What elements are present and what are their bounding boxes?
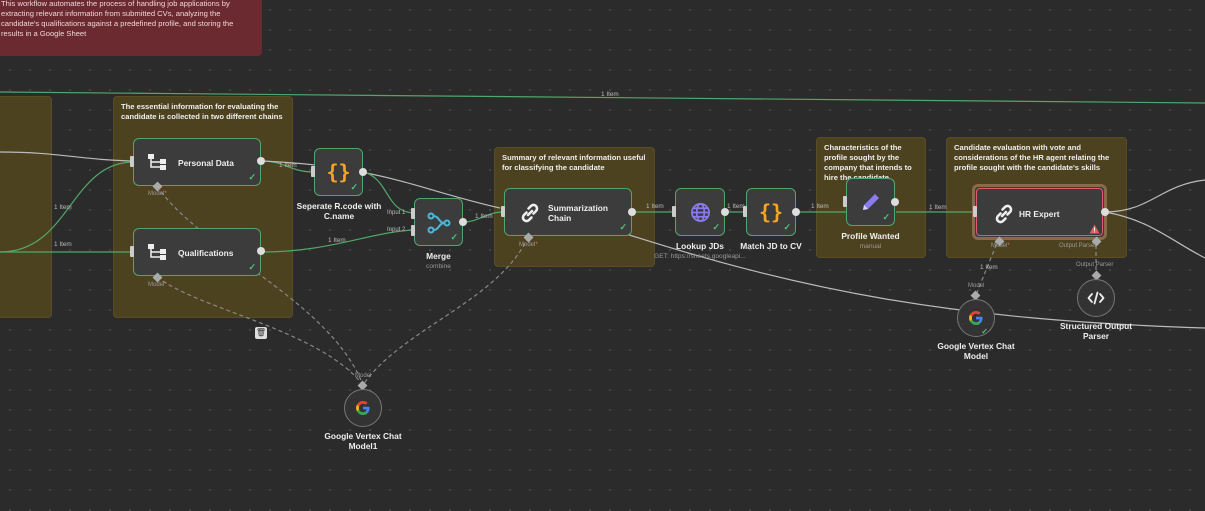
- warning-icon: [1089, 224, 1100, 234]
- output-handle[interactable]: [891, 198, 899, 206]
- globe-icon: [691, 203, 710, 222]
- input-handle[interactable]: [843, 196, 847, 207]
- google-icon: [356, 401, 370, 415]
- success-check-icon: ✓: [712, 222, 720, 232]
- input-handle[interactable]: [311, 166, 315, 177]
- chain-link-icon: [995, 204, 1013, 224]
- input-handle[interactable]: [411, 208, 415, 219]
- qualifications-label: Qualifications: [178, 248, 234, 258]
- vertex-model1-node[interactable]: [344, 389, 382, 427]
- merge-label: Merge: [426, 251, 451, 261]
- success-check-icon: ✓: [981, 327, 988, 336]
- output-parser-label: Structured Output Parser: [1059, 321, 1133, 341]
- input-handle[interactable]: [130, 156, 134, 167]
- conn-label-merge-sum: 1 Item: [475, 213, 493, 220]
- model-port-label: Model*: [148, 282, 167, 288]
- conn-label-sum-lookup: 1 Item: [646, 203, 664, 210]
- output-parser-port-label: Output Parser: [1059, 243, 1097, 249]
- match-jd-label: Match JD to CV: [740, 241, 802, 251]
- code-braces-icon: {}: [326, 160, 351, 184]
- personal-data-node[interactable]: Personal Data ✓: [133, 138, 261, 186]
- model-port-label: Model*: [991, 243, 1010, 249]
- conn-label-top: 1 Item: [601, 91, 619, 98]
- conn-label-left2: 1 Item: [54, 241, 72, 248]
- delete-connection-button[interactable]: 🗑: [255, 327, 267, 339]
- model-port-label: Model: [355, 373, 372, 379]
- personal-data-label: Personal Data: [178, 158, 234, 168]
- input-handle[interactable]: [501, 206, 505, 217]
- qualifications-node[interactable]: Qualifications ✓: [133, 228, 261, 276]
- vertex-model1-label: Google Vertex Chat Model1: [324, 431, 402, 451]
- lookup-jds-node[interactable]: ✓: [675, 188, 725, 236]
- output-parser-node[interactable]: [1077, 279, 1115, 317]
- success-check-icon: ✓: [619, 222, 627, 232]
- profile-wanted-node[interactable]: ✓: [846, 178, 895, 226]
- chain-link-icon: [521, 203, 539, 223]
- conn-label-qual-merge: 1 Item: [328, 237, 346, 244]
- output-handle[interactable]: [359, 168, 367, 176]
- hr-expert-node[interactable]: HR Expert: [972, 184, 1107, 240]
- model-port-label: Model*: [519, 242, 538, 248]
- conn-label-left1: 1 Item: [54, 204, 72, 211]
- separate-code-label: Seperate R.code with C.name: [296, 201, 382, 221]
- merge-sub-label: combine: [426, 263, 451, 270]
- merge-node[interactable]: ✓: [414, 198, 463, 246]
- output-handle[interactable]: [792, 208, 800, 216]
- merge-icon: [427, 212, 451, 234]
- output-handle[interactable]: [628, 208, 636, 216]
- lookup-jds-label: Lookup JDs: [676, 241, 724, 251]
- input-handle[interactable]: [411, 225, 415, 236]
- merge-input1-label: Input 1: [387, 210, 406, 216]
- pencil-icon: [863, 194, 879, 210]
- output-handle[interactable]: [459, 218, 467, 226]
- output-parser-port-label: Output Parser: [1076, 262, 1114, 268]
- google-icon: [969, 311, 983, 325]
- tree-icon: [148, 244, 166, 260]
- merge-input2-label: Input 2: [387, 227, 406, 233]
- code-braces-icon: {}: [758, 200, 784, 224]
- tree-icon: [148, 154, 166, 170]
- lookup-jds-url: GET: https://sheets.googleapi...: [654, 253, 746, 260]
- model-port-label: Model*: [148, 191, 167, 197]
- summarization-chain-node[interactable]: Summarization Chain ✓: [504, 188, 632, 236]
- success-check-icon: ✓: [248, 262, 256, 272]
- conn-label-match-profile: 1 Item: [811, 203, 829, 210]
- success-check-icon: ✓: [350, 182, 358, 192]
- input-handle[interactable]: [672, 206, 676, 217]
- output-handle[interactable]: [257, 247, 265, 255]
- output-handle[interactable]: [1101, 208, 1109, 216]
- success-check-icon: ✓: [783, 222, 791, 232]
- input-handle[interactable]: [743, 206, 747, 217]
- success-check-icon: ✓: [248, 172, 256, 182]
- code-icon: [1087, 291, 1105, 305]
- conn-label-lookup-match: 1 Item: [727, 203, 745, 210]
- hr-expert-label: HR Expert: [1019, 209, 1060, 219]
- conn-label-profile-hr: 1 Item: [929, 204, 947, 211]
- sticky-left-partial[interactable]: [0, 96, 52, 318]
- success-check-icon: ✓: [450, 232, 458, 242]
- conn-label-pd-sep: 1 Item: [279, 162, 297, 169]
- output-handle[interactable]: [721, 208, 729, 216]
- summarization-chain-label: Summarization Chain: [548, 203, 609, 223]
- sticky-intro[interactable]: This workflow automates the process of h…: [0, 0, 262, 56]
- input-handle[interactable]: [973, 206, 977, 217]
- vertex-model-label: Google Vertex Chat Model: [937, 341, 1015, 361]
- model-port-label: Model: [968, 283, 985, 289]
- success-check-icon: ✓: [882, 212, 890, 222]
- profile-wanted-sub-label: manual: [859, 243, 882, 250]
- output-handle[interactable]: [257, 157, 265, 165]
- vertex-model-node[interactable]: ✓: [957, 299, 995, 337]
- match-jd-node[interactable]: {} ✓: [746, 188, 796, 236]
- profile-wanted-label: Profile Wanted: [841, 231, 900, 241]
- sticky-chains[interactable]: The essential information for evaluating…: [113, 96, 293, 318]
- separate-code-node[interactable]: {} ✓: [314, 148, 363, 196]
- conn-label-model-hr: 1 Item: [980, 264, 998, 271]
- input-handle[interactable]: [130, 246, 134, 257]
